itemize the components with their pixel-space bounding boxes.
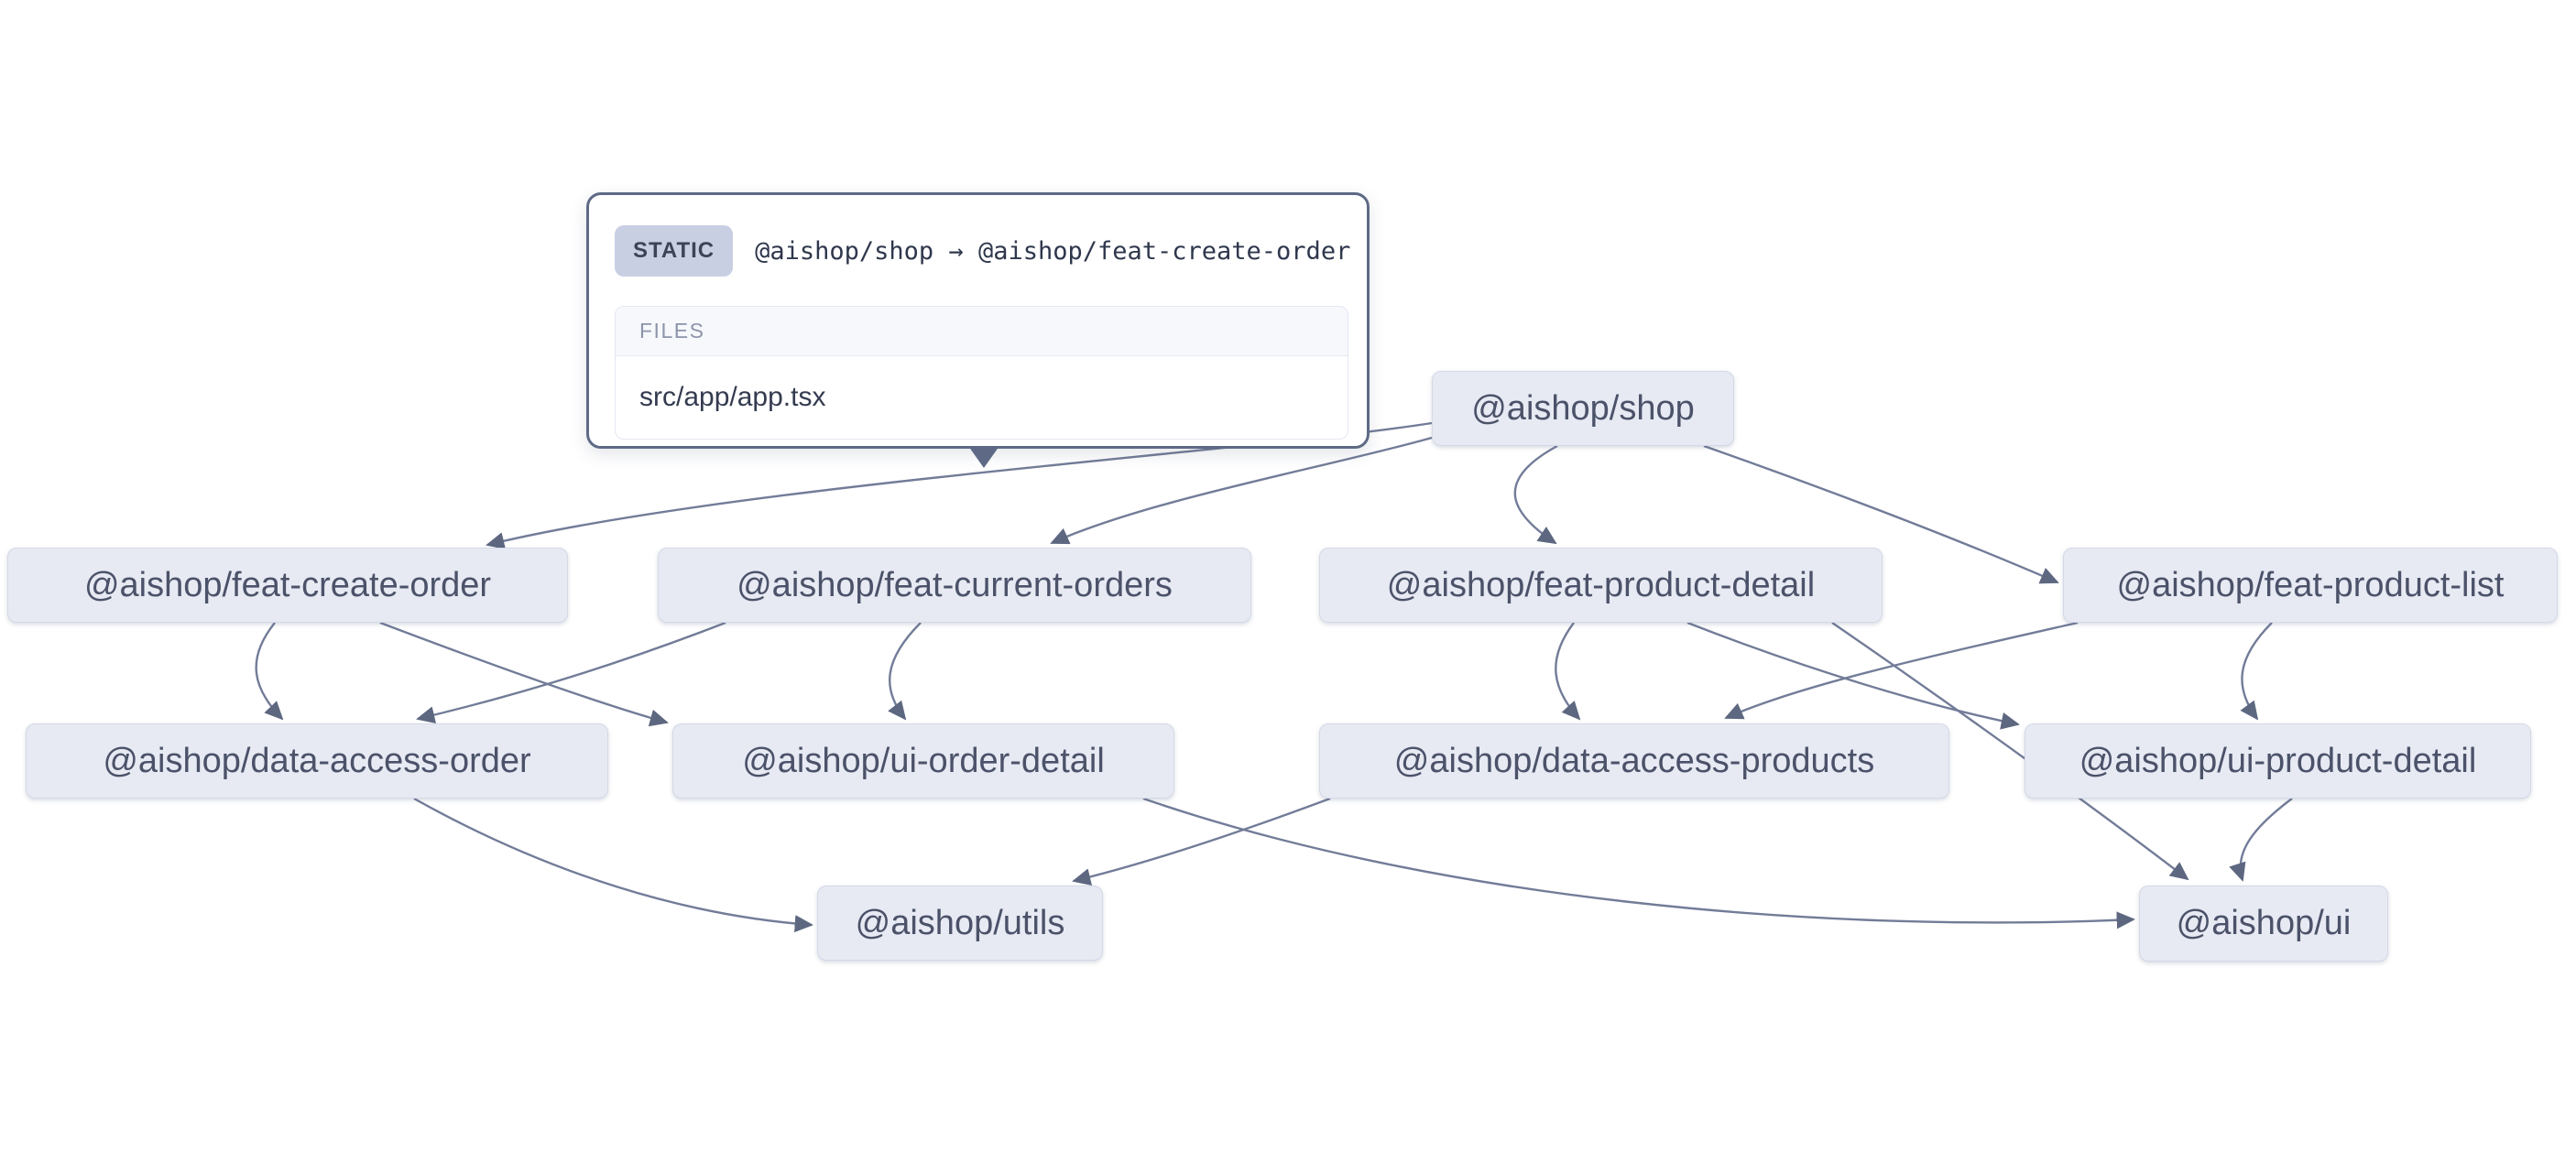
edge-file-item: src/app/app.tsx: [639, 382, 826, 412]
edge-type-badge: STATIC: [615, 225, 734, 277]
node-label: @aishop/feat-create-order: [83, 565, 492, 604]
node-label: @aishop/ui: [2176, 904, 2352, 942]
node-label: @aishop/shop: [1471, 388, 1695, 428]
edge-shop-to-feat-current-orders[interactable]: [1050, 436, 1433, 545]
node-label: @aishop/feat-product-detail: [1386, 565, 1816, 604]
node-label: @aishop/feat-product-list: [2116, 565, 2505, 604]
edge-tooltip: STATIC @aishop/shop → @aishop/feat-creat…: [586, 192, 1370, 468]
node-label: @aishop/utils: [855, 903, 1065, 942]
edge-feat-create-order-to-data-access-order[interactable]: [255, 622, 284, 721]
node-shop[interactable]: @aishop/shop: [1432, 371, 1734, 446]
edge-files-header: FILES: [616, 307, 1348, 356]
node-label: @aishop/ui-order-detail: [742, 741, 1105, 780]
edge-tooltip-title: @aishop/shop → @aishop/feat-create-order: [755, 236, 1351, 266]
node-data-access-order[interactable]: @aishop/data-access-order: [26, 723, 608, 799]
tooltip-pointer-icon: [968, 446, 999, 468]
edge-feat-product-detail-to-ui-product-detail[interactable]: [1686, 621, 2020, 730]
node-feat-product-detail[interactable]: @aishop/feat-product-detail: [1319, 548, 1883, 623]
node-feat-product-list[interactable]: @aishop/feat-product-list: [2063, 548, 2558, 623]
node-label: @aishop/feat-current-orders: [737, 565, 1173, 604]
node-feat-create-order[interactable]: @aishop/feat-create-order: [7, 548, 568, 623]
edge-shop-to-feat-product-detail[interactable]: [1513, 444, 1558, 545]
node-utils[interactable]: @aishop/utils: [817, 886, 1103, 961]
edge-data-access-order-to-utils[interactable]: [413, 797, 813, 933]
node-label: @aishop/data-access-order: [103, 741, 531, 780]
edge-shop-to-feat-product-list[interactable]: [1703, 444, 2059, 584]
edge-ui-product-detail-to-ui[interactable]: [2229, 798, 2293, 882]
edge-feat-product-list-to-ui-product-detail[interactable]: [2240, 622, 2273, 721]
edge-feat-product-detail-to-data-access-products[interactable]: [1555, 622, 1581, 721]
edge-tooltip-header: STATIC @aishop/shop → @aishop/feat-creat…: [615, 225, 1351, 277]
node-data-access-products[interactable]: @aishop/data-access-products: [1319, 723, 1949, 799]
edge-feat-current-orders-to-data-access-order[interactable]: [416, 621, 726, 723]
node-feat-current-orders[interactable]: @aishop/feat-current-orders: [658, 548, 1251, 623]
node-label: @aishop/ui-product-detail: [2079, 741, 2477, 780]
node-label: @aishop/data-access-products: [1393, 741, 1875, 780]
edge-feat-current-orders-to-ui-order-detail[interactable]: [888, 622, 922, 721]
edge-files-card: FILES src/app/app.tsx: [615, 306, 1348, 440]
edge-feat-create-order-to-ui-order-detail[interactable]: [379, 621, 669, 727]
node-ui-product-detail[interactable]: @aishop/ui-product-detail: [2025, 723, 2531, 799]
node-ui[interactable]: @aishop/ui: [2139, 886, 2388, 962]
node-ui-order-detail[interactable]: @aishop/ui-order-detail: [672, 723, 1174, 799]
edge-data-access-products-to-utils[interactable]: [1072, 797, 1331, 886]
edge-ui-order-detail-to-ui[interactable]: [1142, 797, 2135, 929]
edge-feat-product-list-to-data-access-products[interactable]: [1724, 621, 2079, 720]
